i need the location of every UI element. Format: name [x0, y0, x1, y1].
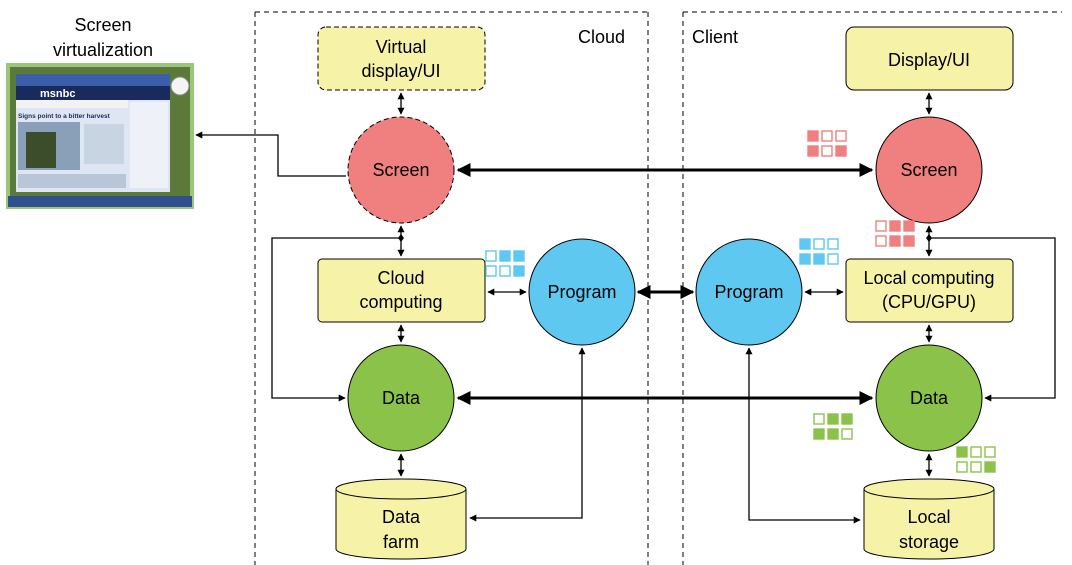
local-computing-box: Local computing (CPU/GPU)	[845, 258, 1014, 323]
grid-square	[970, 446, 982, 458]
cloud-computing-label-line1: Cloud	[377, 268, 424, 288]
client-data-label: Data	[910, 388, 949, 408]
grid-square	[984, 461, 996, 473]
cloud-program-node: Program	[528, 238, 636, 346]
data-farm-cylinder: Data farm	[335, 478, 467, 560]
program-grid-cloud-side	[485, 250, 525, 277]
grid-square	[827, 238, 839, 250]
grid-square	[499, 250, 511, 262]
screenshot-brand-text: msnbc	[40, 88, 75, 100]
grid-square	[841, 413, 853, 425]
local-storage-label-line2: storage	[899, 532, 959, 552]
grid-square	[841, 428, 853, 440]
grid-square	[956, 461, 968, 473]
data-farm-label-line1: Data	[382, 507, 421, 527]
arrow-screen-to-virtualization	[195, 131, 346, 177]
grid-square	[799, 238, 811, 250]
client-screen-node: Screen	[875, 116, 983, 224]
grid-square	[827, 413, 839, 425]
cloud-program-label: Program	[547, 282, 616, 302]
browser-screenshot-thumbnail: msnbc Signs point to a bitter harvest	[6, 63, 194, 209]
screen-grid-cloud-side	[807, 130, 847, 157]
cloud-computing-box: Cloud computing	[317, 258, 486, 323]
grid-square	[513, 265, 525, 277]
screenshot-headline-text: Signs point to a bitter harvest	[18, 113, 111, 120]
screen-grid-client-side	[875, 220, 915, 247]
grid-square	[813, 428, 825, 440]
grid-square	[813, 238, 825, 250]
virtual-display-box: Virtual display/UI	[317, 26, 486, 91]
client-program-node: Program	[695, 238, 803, 346]
arrow-screen-loop-data	[271, 237, 401, 402]
program-grid-client-side	[799, 238, 839, 265]
client-data-node: Data	[875, 344, 983, 452]
screen-virtualization-title-line2: virtualization	[53, 40, 153, 60]
display-ui-box: Display/UI	[845, 26, 1014, 91]
grid-square	[889, 235, 901, 247]
local-storage-cylinder: Local storage	[863, 478, 995, 560]
cloud-data-node: Data	[347, 344, 455, 452]
virtual-display-label-line2: display/UI	[361, 61, 440, 81]
local-storage-label-line1: Local	[907, 507, 950, 527]
grid-square	[485, 265, 497, 277]
junction-client-upper	[926, 234, 932, 242]
grid-square	[956, 446, 968, 458]
grid-square	[821, 130, 833, 142]
grid-square	[807, 145, 819, 157]
junction-cloud-upper	[398, 234, 404, 242]
grid-square	[799, 253, 811, 265]
grid-square	[499, 265, 511, 277]
grid-square	[970, 461, 982, 473]
grid-square	[827, 428, 839, 440]
cloud-screen-node: Screen	[347, 116, 455, 224]
arrow-program-datafarm	[469, 347, 586, 522]
cloud-data-label: Data	[382, 388, 421, 408]
cloud-region	[254, 11, 649, 565]
grid-square	[821, 145, 833, 157]
sync-connectors	[456, 163, 874, 405]
square-grid-glyphs	[485, 130, 996, 473]
local-computing-label-line1: Local computing	[863, 268, 994, 288]
client-program-label: Program	[714, 282, 783, 302]
virtual-display-label-line1: Virtual	[376, 37, 427, 57]
grid-square	[903, 235, 915, 247]
screen-virtualization-title-line1: Screen	[74, 15, 131, 35]
data-grid-client-left	[813, 413, 853, 440]
local-computing-label-line2: (CPU/GPU)	[882, 292, 976, 312]
grid-square	[889, 220, 901, 232]
data-grid-client-right	[956, 446, 996, 473]
grid-square	[875, 220, 887, 232]
cloud-computing-label-line2: computing	[359, 292, 442, 312]
grid-square	[807, 130, 819, 142]
grid-square	[984, 446, 996, 458]
client-region-label: Client	[692, 27, 738, 47]
data-farm-label-line2: farm	[383, 532, 419, 552]
grid-square	[835, 145, 847, 157]
client-connectors	[745, 92, 1056, 524]
grid-square	[485, 250, 497, 262]
client-screen-label: Screen	[900, 160, 957, 180]
cloud-region-label: Cloud	[578, 27, 625, 47]
arrow-clientscreen-loop-data	[929, 237, 1056, 402]
display-ui-label: Display/UI	[888, 50, 970, 70]
junction-markers	[398, 234, 932, 242]
client-region	[682, 11, 1062, 565]
grid-square	[875, 235, 887, 247]
grid-square	[813, 253, 825, 265]
cloud-screen-label: Screen	[372, 160, 429, 180]
grid-square	[513, 250, 525, 262]
grid-square	[813, 413, 825, 425]
grid-square	[835, 130, 847, 142]
arrow-program-localstorage	[745, 347, 861, 524]
grid-square	[827, 253, 839, 265]
grid-square	[903, 220, 915, 232]
